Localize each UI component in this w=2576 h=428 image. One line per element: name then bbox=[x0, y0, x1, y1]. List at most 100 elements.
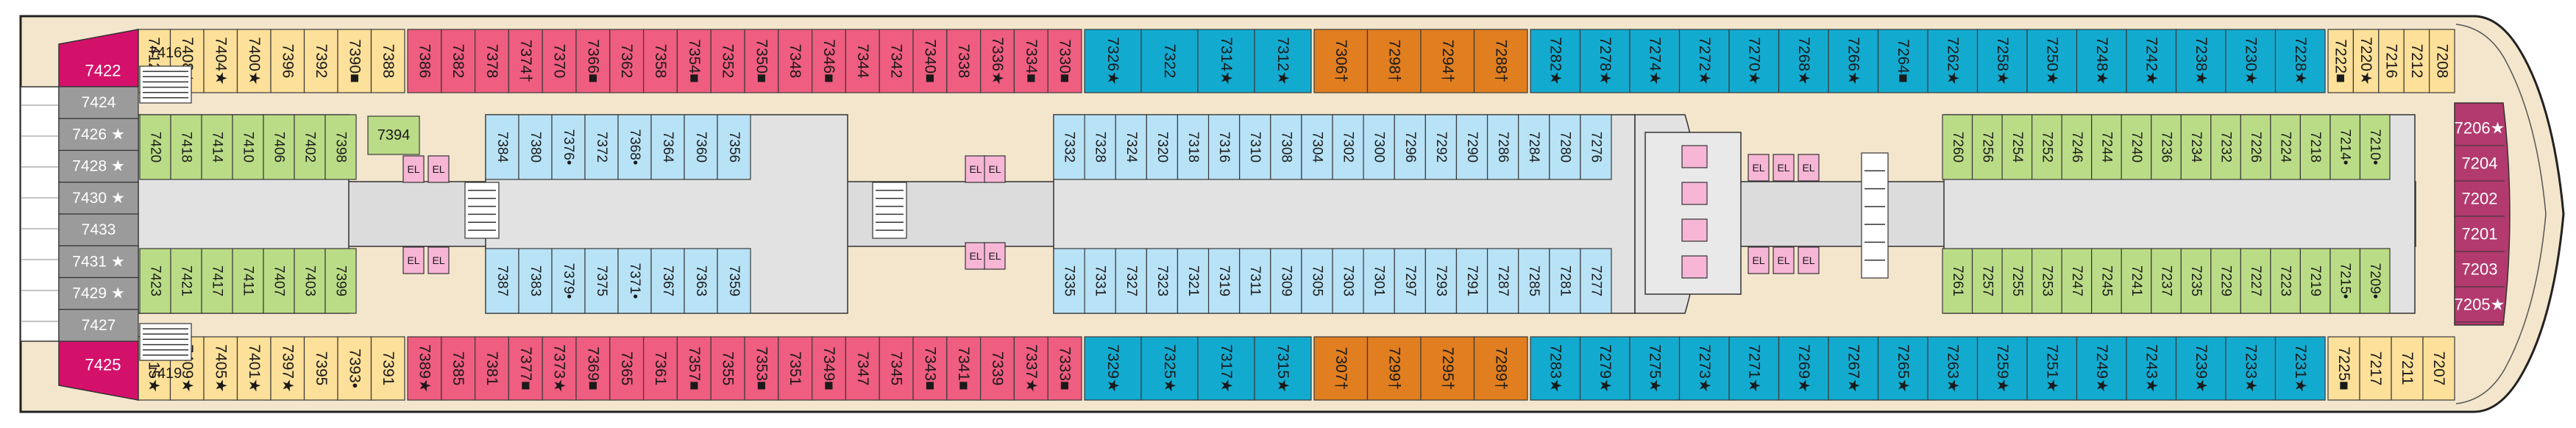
cabin-box bbox=[717, 248, 751, 314]
cabin-7397: 7397★ bbox=[270, 336, 305, 401]
cabin-box bbox=[1115, 114, 1147, 180]
cabin-box bbox=[2299, 114, 2331, 180]
cabin-box bbox=[1084, 248, 1116, 314]
cabin-label: 7301 bbox=[1372, 265, 1387, 296]
cabin-box bbox=[642, 336, 678, 401]
cabin-box bbox=[170, 248, 202, 314]
cabin-7265: 7265★ bbox=[1877, 336, 1929, 401]
cabin-label: 7361 bbox=[652, 352, 669, 386]
cabin-7376: 7376• bbox=[551, 114, 586, 180]
cabin-label: 7262★ bbox=[1944, 37, 1961, 85]
cabin-label: 7403 bbox=[302, 265, 318, 296]
cabin-7324: 7324 bbox=[1115, 114, 1147, 180]
cabin-7392: 7392 bbox=[303, 29, 338, 93]
cabin-box bbox=[474, 29, 509, 93]
elevator: EL bbox=[402, 155, 425, 183]
elevator-box bbox=[984, 242, 1006, 270]
cabin-7373: 7373★ bbox=[542, 336, 577, 401]
elevator-box bbox=[965, 242, 987, 270]
cabin-label: 7417 bbox=[210, 265, 225, 296]
cabin-label: 7336★ bbox=[989, 37, 1006, 85]
cabin-box bbox=[2359, 114, 2391, 180]
cabin-7291: 7291 bbox=[1455, 248, 1489, 314]
cabin-7401: 7401★ bbox=[236, 336, 272, 401]
cabin-label: 7203 bbox=[2462, 260, 2498, 279]
cabin-label: 7215• bbox=[2338, 263, 2353, 299]
cabin-box bbox=[2327, 29, 2355, 93]
cabin-label: 7394 bbox=[377, 127, 411, 143]
cabin-box bbox=[912, 336, 948, 401]
cabin-box bbox=[979, 29, 1015, 93]
cabin-label: 7259★ bbox=[1994, 344, 2011, 393]
cabin-7211: 7211 bbox=[2391, 336, 2424, 401]
cabin-7229: 7229 bbox=[2210, 248, 2241, 314]
cabin-box bbox=[2274, 29, 2326, 93]
cabin-7245: 7245 bbox=[2091, 248, 2122, 314]
cabin-7309: 7309 bbox=[1270, 248, 1302, 314]
stair-box bbox=[139, 65, 192, 104]
cabin-7209: 7209• bbox=[2359, 248, 2391, 314]
cabin-label: 7391 bbox=[380, 352, 397, 386]
cabin-box bbox=[1270, 114, 1302, 180]
cabin-box bbox=[2151, 248, 2182, 314]
cabin-label: 7219 bbox=[2307, 265, 2323, 296]
cabin-box bbox=[2240, 114, 2271, 180]
cabin-label: 7255 bbox=[2009, 265, 2025, 296]
cabin-label: 7230★ bbox=[2242, 37, 2259, 85]
elevator-box bbox=[1748, 246, 1770, 274]
cabin-box bbox=[1084, 114, 1116, 180]
cabin-box bbox=[676, 29, 712, 93]
cabin-7252: 7252 bbox=[2032, 114, 2062, 180]
cabin-label: 7376• bbox=[561, 129, 576, 165]
cabin-label: 7286 bbox=[1495, 132, 1511, 163]
cabin-7227: 7227 bbox=[2240, 248, 2271, 314]
cabin-7360: 7360 bbox=[684, 114, 718, 180]
cabin-7410: 7410 bbox=[232, 114, 264, 180]
cabin-7381: 7381 bbox=[474, 336, 509, 401]
cabin-label: 7218 bbox=[2307, 132, 2323, 163]
cabin-7242: 7242★ bbox=[2126, 29, 2177, 93]
cabin-box bbox=[367, 115, 420, 155]
elevator-box bbox=[965, 155, 987, 183]
cabin-7428: 7428 ★ bbox=[58, 149, 139, 183]
cabin-label: 7244 bbox=[2098, 132, 2114, 163]
cabin-box bbox=[1976, 29, 2028, 93]
cabin-box bbox=[1363, 114, 1395, 180]
cabin-box bbox=[912, 29, 948, 93]
cabin-box bbox=[717, 114, 751, 180]
cabin-7323: 7323 bbox=[1146, 248, 1179, 314]
cabin-box bbox=[2175, 336, 2226, 401]
cabin-box bbox=[1678, 336, 1730, 401]
cabin-7339: 7339 bbox=[979, 336, 1015, 401]
cabin-7333: 7333■ bbox=[1047, 336, 1082, 401]
cabin-7404: 7404★ bbox=[203, 29, 238, 93]
cabin-box bbox=[2391, 336, 2424, 401]
cabin-7345: 7345 bbox=[879, 336, 914, 401]
cabin-7294: 7294† bbox=[1420, 29, 1475, 93]
cabin-label: 7288† bbox=[1492, 40, 1509, 82]
cabin-7215: 7215• bbox=[2330, 248, 2361, 314]
cabin-7337: 7337★ bbox=[1013, 336, 1049, 401]
cabin-box bbox=[2429, 29, 2455, 93]
cabin-box bbox=[1828, 336, 1879, 401]
cabin-label: 7267★ bbox=[1845, 344, 1862, 393]
cabin-box bbox=[2061, 248, 2093, 314]
lobby-seat bbox=[1681, 182, 1708, 205]
cabin-7330: 7330■ bbox=[1047, 29, 1082, 93]
cabin-7418: 7418 bbox=[170, 114, 202, 180]
cabin-7241: 7241 bbox=[2121, 248, 2152, 314]
cabin-7389: 7389★ bbox=[407, 336, 442, 401]
cabin-7288: 7288† bbox=[1473, 29, 1528, 93]
cabin-box bbox=[1366, 29, 1422, 93]
cabin-label: 7282★ bbox=[1547, 37, 1564, 85]
cabin-box bbox=[1455, 114, 1489, 180]
cabin-box bbox=[1332, 248, 1364, 314]
cabin-label: 7398 bbox=[333, 132, 349, 163]
cabin-box bbox=[1140, 336, 1199, 401]
cabin-box bbox=[201, 114, 233, 180]
cabin-box bbox=[337, 29, 372, 93]
cabin-box bbox=[1420, 29, 1475, 93]
cabin-7228: 7228★ bbox=[2274, 29, 2326, 93]
cabin-label: 7293 bbox=[1433, 265, 1449, 296]
